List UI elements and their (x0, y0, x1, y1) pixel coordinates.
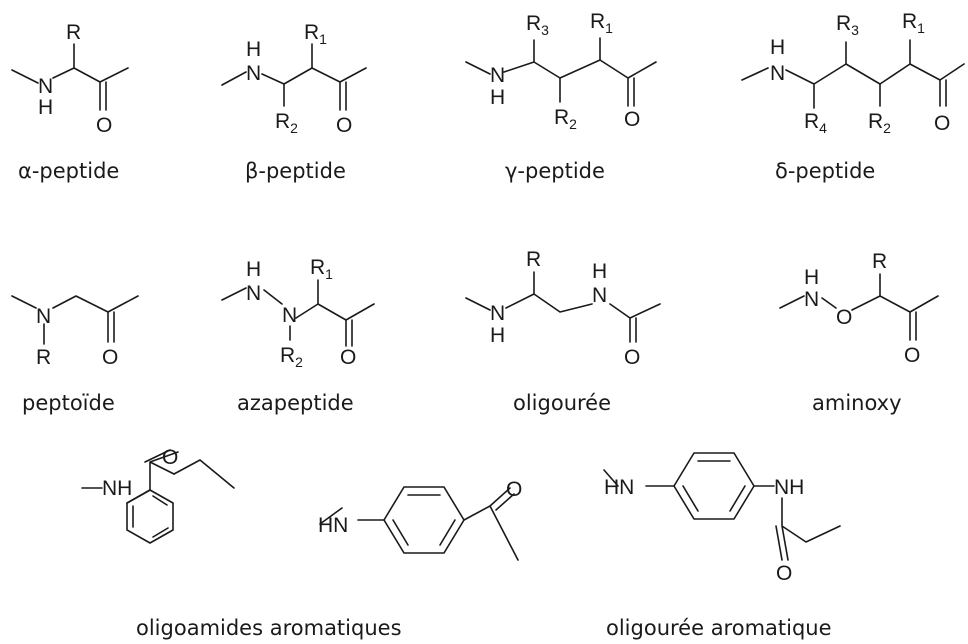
beta-r1-letter: R (304, 21, 319, 44)
aminoxy-n: N (804, 288, 819, 311)
aza-h: H (246, 258, 261, 281)
delta-r1-index: 1 (917, 20, 925, 36)
aromatic-urea-structure: HN NH O (603, 452, 841, 585)
aza-r1-index: 1 (325, 266, 333, 282)
peptoide-structure: N R O (11, 295, 139, 369)
oligouree-n1: N (490, 302, 505, 325)
beta-n: N (246, 62, 261, 85)
gamma-r3-letter: R (526, 12, 541, 35)
oligouree-r: R (526, 248, 541, 271)
gamma-r3: R3 (526, 12, 549, 38)
peptoide-r: R (36, 346, 51, 369)
aza-o: O (340, 346, 356, 369)
beta-h: H (246, 38, 261, 61)
gamma-o: O (624, 108, 640, 131)
alpha-h: H (38, 96, 53, 119)
alpha-peptide-structure: N H R O (11, 21, 129, 137)
peptoide-o: O (102, 346, 118, 369)
ortho-o: O (162, 446, 178, 469)
delta-n: N (770, 62, 785, 85)
alpha-n: N (38, 75, 53, 98)
azapeptide-structure: H N N R1 R2 O (221, 256, 375, 370)
aza-n1: N (246, 282, 261, 305)
delta-r1-letter: R (902, 10, 917, 33)
aza-n2: N (282, 304, 297, 327)
gamma-r2-letter: R (554, 106, 569, 129)
caption-delta-peptide: δ-peptide (775, 159, 875, 183)
aza-r2-letter: R (280, 344, 295, 367)
delta-r2-letter: R (868, 110, 883, 133)
oligouree-o: O (624, 346, 640, 369)
delta-r3: R3 (836, 12, 859, 38)
oligouree-structure: N H R H N O (465, 248, 661, 369)
delta-h: H (770, 36, 785, 59)
delta-r4-index: 4 (819, 120, 827, 136)
delta-r4-letter: R (804, 110, 819, 133)
oligouree-n2: N (592, 284, 607, 307)
caption-alpha-peptide: α-peptide (18, 159, 119, 183)
caption-oligouree-aromatique: oligourée aromatique (606, 616, 832, 640)
para-aromatic-amide-structure: HN O (318, 478, 522, 561)
delta-peptide-structure: H N R3 R1 R4 R2 O (741, 10, 965, 136)
peptoide-n: N (36, 305, 51, 328)
aminoxy-h: H (804, 266, 819, 289)
gamma-n: N (490, 64, 505, 87)
caption-beta-peptide: β-peptide (245, 159, 346, 183)
delta-r3-index: 3 (851, 22, 859, 38)
gamma-h: H (490, 86, 505, 109)
aza-r1-letter: R (310, 256, 325, 279)
caption-azapeptide: azapeptide (237, 391, 354, 415)
gamma-r3-index: 3 (541, 22, 549, 38)
caption-aminoxy: aminoxy (812, 391, 902, 415)
alpha-r: R (66, 21, 81, 44)
gamma-r1-index: 1 (605, 20, 613, 36)
aza-r1: R1 (310, 256, 333, 282)
gamma-r1: R1 (590, 10, 613, 36)
beta-r2-letter: R (275, 110, 290, 133)
beta-r2: R2 (275, 110, 298, 136)
caption-gamma-peptide: γ-peptide (505, 159, 605, 183)
beta-o: O (336, 114, 352, 137)
para-o: O (506, 478, 522, 501)
gamma-r2: R2 (554, 106, 577, 132)
caption-oligoamides-aromatiques: oligoamides aromatiques (136, 616, 402, 640)
para-hn: HN (318, 514, 348, 537)
beta-r1-index: 1 (319, 31, 327, 47)
oligouree-h1: H (490, 324, 505, 347)
gamma-r1-letter: R (590, 10, 605, 33)
caption-oligouree: oligourée (513, 391, 611, 415)
aminoxy-structure: H N O R O (779, 250, 939, 367)
beta-peptide-structure: H N R1 R2 O (221, 21, 367, 137)
delta-r3-letter: R (836, 12, 851, 35)
delta-r2: R2 (868, 110, 891, 136)
aminoxy-r: R (872, 250, 887, 273)
aminoxy-o1: O (836, 306, 852, 329)
caption-peptoide: peptoïde (22, 391, 115, 415)
ortho-nh: NH (102, 477, 132, 500)
urea-hn: HN (604, 476, 634, 499)
delta-o: O (934, 112, 950, 135)
delta-r1: R1 (902, 10, 925, 36)
oligouree-h2: H (592, 260, 607, 283)
urea-nh: NH (774, 476, 804, 499)
gamma-peptide-structure: N H R3 R1 R2 O (465, 10, 657, 132)
delta-r4: R4 (804, 110, 827, 136)
beta-r2-index: 2 (290, 120, 298, 136)
ortho-aromatic-amide-structure: NH O (81, 446, 235, 544)
alpha-o: O (96, 114, 112, 137)
delta-r2-index: 2 (883, 120, 891, 136)
beta-r1: R1 (304, 21, 327, 47)
gamma-r2-index: 2 (569, 116, 577, 132)
aminoxy-o2: O (904, 344, 920, 367)
urea-o: O (776, 562, 792, 585)
aza-r2: R2 (280, 344, 303, 370)
aza-r2-index: 2 (295, 354, 303, 370)
